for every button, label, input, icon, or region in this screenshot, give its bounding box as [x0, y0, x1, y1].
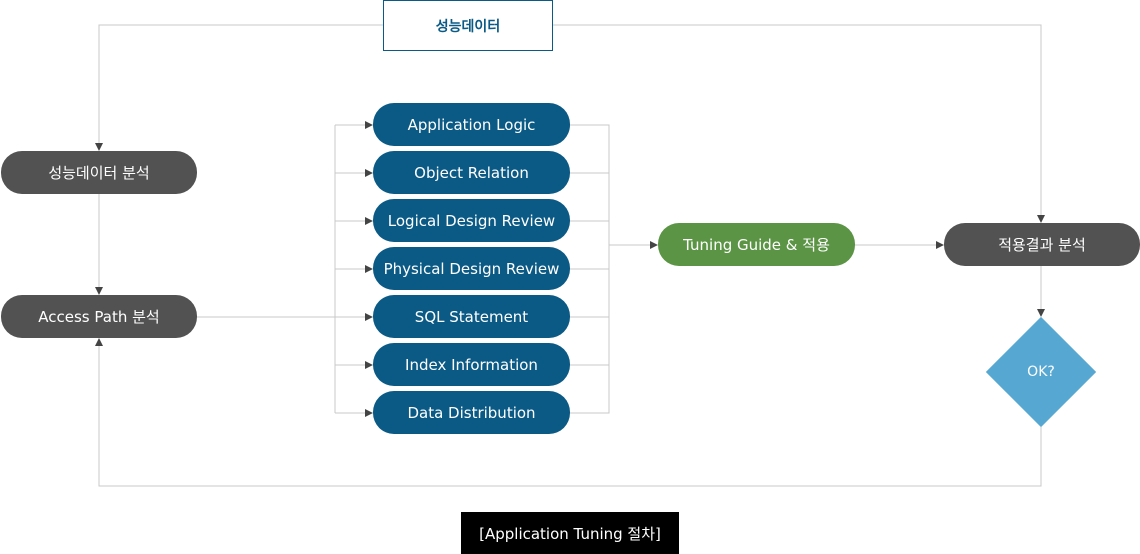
- line-top-to-result: [553, 24, 1045, 223]
- item-object-relation: Object Relation: [373, 151, 570, 194]
- line-ok-loop-back: [95, 338, 1042, 487]
- result-analysis-node: 적용결과 분석: [944, 223, 1140, 266]
- item-logical-design-review: Logical Design Review: [373, 199, 570, 242]
- access-path-analysis-node: Access Path 분석: [1, 295, 197, 338]
- item-application-logic: Application Logic: [373, 103, 570, 146]
- item-physical-design-review: Physical Design Review: [373, 247, 570, 290]
- tuning-guide-node: Tuning Guide & 적용: [658, 223, 855, 266]
- diagram-caption: [Application Tuning 절차]: [461, 512, 679, 554]
- performance-analysis-node: 성능데이터 분석: [1, 151, 197, 194]
- decision-label: OK?: [1027, 364, 1055, 380]
- performance-data-box: 성능데이터: [383, 0, 553, 51]
- ok-decision-diamond: OK?: [985, 316, 1097, 428]
- line-top-to-analysis: [95, 24, 383, 151]
- item-sql-statement: SQL Statement: [373, 295, 570, 338]
- item-index-information: Index Information: [373, 343, 570, 386]
- item-data-distribution: Data Distribution: [373, 391, 570, 434]
